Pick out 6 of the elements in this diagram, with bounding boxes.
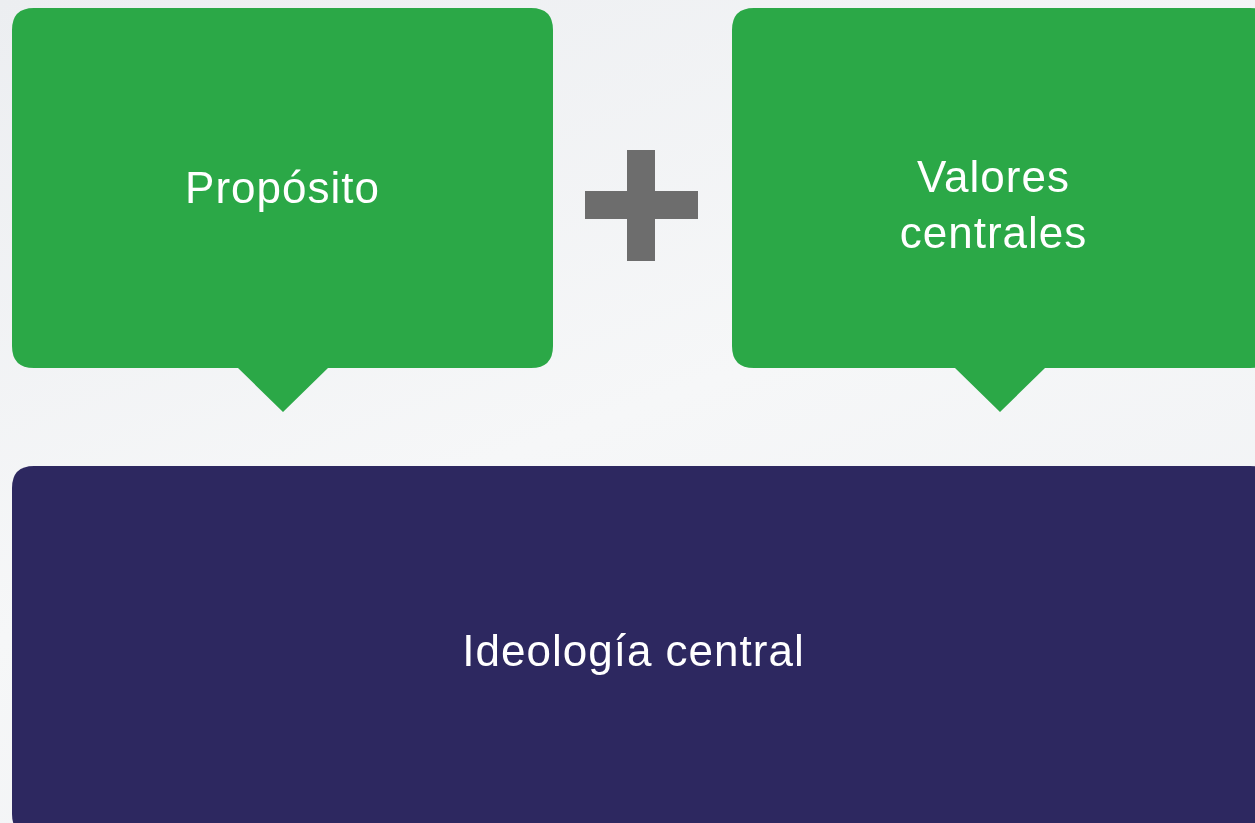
node-label: Ideología central xyxy=(461,625,806,677)
node-label: Valores centrales xyxy=(898,151,1089,259)
speech-bubble xyxy=(12,8,553,412)
node-label: Propósito xyxy=(184,162,381,214)
speech-bubble xyxy=(732,8,1255,412)
rounded-panel xyxy=(12,466,1255,823)
